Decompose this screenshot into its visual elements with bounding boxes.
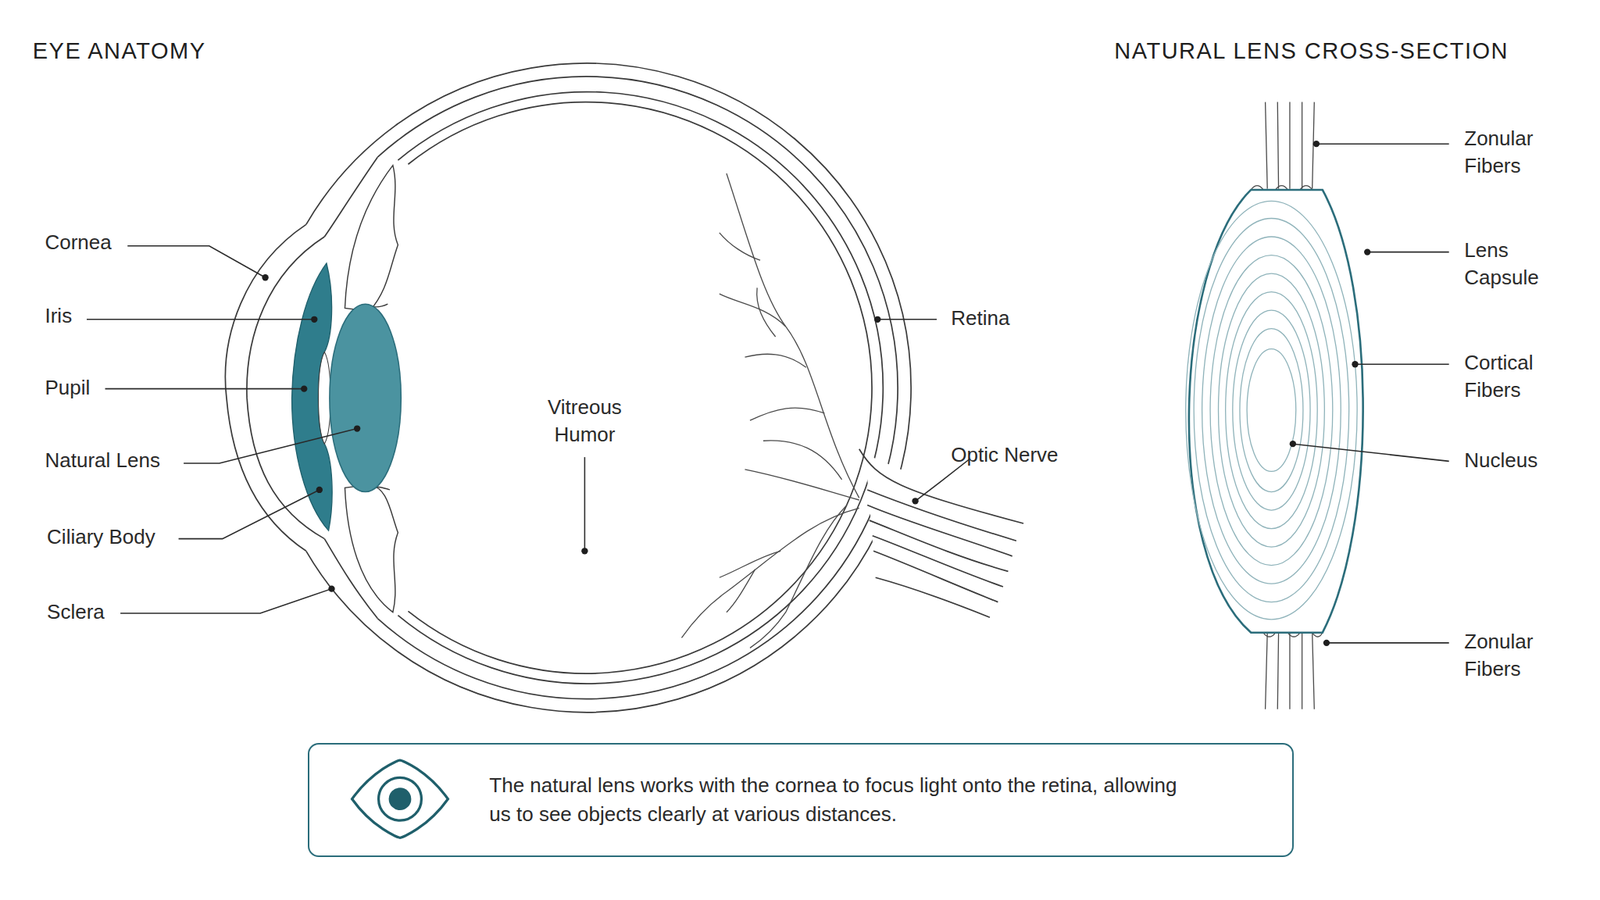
dot xyxy=(874,316,881,323)
dot xyxy=(328,585,335,592)
dot xyxy=(911,497,918,504)
dot xyxy=(1313,140,1320,147)
part-label: Ciliary Body xyxy=(46,523,156,551)
vessel xyxy=(763,440,843,480)
vessel xyxy=(719,232,761,261)
layer xyxy=(1246,349,1297,472)
dot xyxy=(316,486,323,493)
vessel xyxy=(750,407,825,421)
dot xyxy=(1364,248,1371,255)
vessel xyxy=(726,173,860,498)
part-label: Vitreous Humor xyxy=(528,393,642,449)
leader xyxy=(1326,642,1450,644)
icon-pupil xyxy=(389,787,412,811)
leader xyxy=(127,246,265,278)
ciliary-upper xyxy=(344,165,398,312)
leader xyxy=(178,489,320,540)
part-label: Natural Lens xyxy=(44,446,160,475)
caption-box: The natural lens works with the cornea t… xyxy=(307,742,1294,858)
layer xyxy=(1202,236,1342,584)
ciliary-lower xyxy=(344,484,398,612)
layer xyxy=(1232,310,1311,511)
dot xyxy=(1289,440,1297,447)
eyeball-outline xyxy=(225,63,911,713)
leader xyxy=(1292,443,1450,461)
leader xyxy=(1367,251,1449,254)
leader xyxy=(105,388,305,390)
sclera-outer xyxy=(306,63,911,713)
layer xyxy=(1193,218,1350,603)
part-label: Retina xyxy=(950,304,1010,333)
vessel xyxy=(719,550,781,578)
layer xyxy=(1185,200,1358,620)
leader xyxy=(120,589,332,614)
dot xyxy=(310,316,318,323)
vessel xyxy=(719,293,786,327)
vessel xyxy=(681,507,859,638)
dot xyxy=(353,425,361,432)
lens-capsule xyxy=(1189,189,1364,633)
layer xyxy=(1218,273,1325,547)
part-label: Cornea xyxy=(44,228,111,257)
retinal-vessels xyxy=(681,173,859,648)
eye-icon xyxy=(352,760,449,838)
retina-layer xyxy=(407,102,872,674)
leader xyxy=(1316,142,1450,145)
vessel xyxy=(744,469,859,500)
part-label: Optic Nerve xyxy=(950,441,1058,469)
leader xyxy=(584,457,586,551)
layer xyxy=(1210,255,1333,566)
sclera-inner xyxy=(377,76,898,700)
dot xyxy=(1323,639,1330,647)
lens-cross-section xyxy=(1185,102,1364,710)
vessel xyxy=(750,505,847,649)
natural-lens xyxy=(329,303,401,492)
leader xyxy=(877,318,937,321)
leader xyxy=(183,428,358,464)
part-label: Pupil xyxy=(44,374,90,402)
part-label: Zonular Fibers xyxy=(1464,628,1567,683)
leader xyxy=(86,318,315,321)
caption-text: The natural lens works with the cornea t… xyxy=(489,771,1204,829)
pupil xyxy=(318,352,332,445)
choroid xyxy=(397,92,883,685)
vessel xyxy=(757,287,776,337)
layer xyxy=(1225,292,1318,529)
part-label: Sclera xyxy=(46,598,105,626)
part-label: Zonular Fibers xyxy=(1464,125,1567,180)
vessel xyxy=(726,569,756,613)
dot xyxy=(300,385,308,392)
iris-and-lens xyxy=(292,263,402,531)
fiber-bundle xyxy=(1265,632,1315,710)
nerve-fiber xyxy=(867,489,1017,541)
leader-lines xyxy=(86,143,1450,643)
optic-nerve-lines xyxy=(859,449,1024,618)
optic-nerve xyxy=(859,449,1024,619)
cortical-layers xyxy=(1185,200,1358,620)
dot xyxy=(1351,360,1358,368)
vessel xyxy=(744,353,806,368)
leader xyxy=(1355,364,1450,366)
diagram-title: EYE ANATOMY xyxy=(32,36,207,65)
part-label: Cortical Fibers xyxy=(1464,349,1567,404)
dot xyxy=(581,547,588,554)
part-label: Iris xyxy=(44,302,72,330)
leader-dots xyxy=(261,140,1371,647)
part-label: Nucleus xyxy=(1464,446,1538,475)
nerve-fiber xyxy=(872,535,1004,587)
dot xyxy=(261,274,268,281)
nerve-fiber xyxy=(873,550,998,602)
icon-outline xyxy=(352,760,449,838)
layer xyxy=(1239,328,1304,493)
nerve-edge xyxy=(875,577,990,618)
fiber-bundle xyxy=(1265,102,1315,190)
part-label: Lens Capsule xyxy=(1464,236,1567,292)
nerve-fiber xyxy=(869,520,1009,572)
icon-iris xyxy=(378,777,422,821)
section-heading: NATURAL LENS CROSS-SECTION xyxy=(1114,36,1509,65)
iris xyxy=(292,263,333,531)
